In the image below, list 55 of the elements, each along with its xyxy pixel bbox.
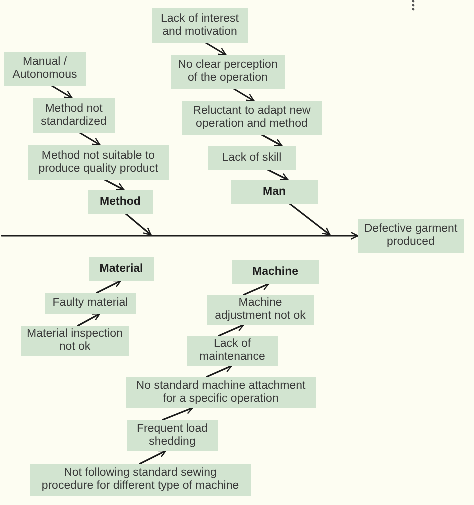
cause-box [28, 145, 169, 180]
category-box [231, 180, 318, 204]
arrow [51, 85, 73, 99]
arrow [77, 313, 101, 327]
cause-box [45, 293, 136, 314]
cause-box [30, 464, 251, 496]
category-label: Man [263, 186, 286, 198]
cause-text: Machine adjustment not ok [214, 297, 307, 323]
cause-text: Not following standard sewing procedure for different type of machine [40, 467, 240, 493]
category-box [88, 190, 153, 214]
cause-box [182, 101, 322, 135]
arrow [261, 134, 283, 147]
cause-text: Lack of skill [222, 152, 282, 164]
cause-text: Manual / Autonomous [12, 56, 78, 82]
arrow [104, 179, 125, 191]
cause-box [207, 295, 314, 325]
arrow [289, 203, 331, 236]
category-box [89, 257, 154, 281]
cause-text: Faulty material [52, 297, 128, 310]
cause-box [152, 8, 248, 43]
cause-box [171, 55, 285, 89]
arrow [96, 280, 122, 294]
cause-box [208, 146, 296, 170]
arrow [243, 283, 270, 296]
arrow [205, 42, 227, 56]
arrow [233, 88, 255, 102]
category-label: Method [100, 196, 141, 208]
category-box [232, 260, 319, 284]
cause-text: Lack of maintenance [198, 338, 266, 364]
cause-text: Frequent load shedding [136, 422, 209, 448]
cause-text: Method not standardized [40, 102, 108, 128]
category-label: Material [100, 262, 144, 276]
effect-text: Defective garment produced [364, 223, 458, 249]
arrow [206, 365, 233, 378]
spine-arrow [1, 232, 359, 240]
arrow [79, 132, 101, 146]
cause-text: Reluctant to adapt new operation and method [192, 105, 312, 131]
arrow [218, 324, 245, 337]
arrow [162, 406, 194, 421]
cause-box [127, 420, 218, 451]
effect-box [358, 219, 464, 253]
cause-text: Lack of interest and motivation [160, 12, 240, 38]
cause-text: No standard machine attachment for a specific operation [135, 380, 307, 406]
cause-text: Material inspection not ok [27, 328, 123, 354]
cause-box [4, 52, 86, 86]
category-label: Machine [252, 266, 298, 278]
arrow [267, 169, 289, 181]
arrow [125, 213, 152, 236]
cause-text: Method not suitable to produce quality product [38, 150, 160, 176]
cause-box [187, 336, 278, 366]
cause-box [33, 98, 115, 133]
cause-text: No clear perception of the operation [177, 59, 279, 85]
cause-box [21, 326, 129, 356]
arrow [139, 450, 167, 465]
cause-box [126, 377, 316, 408]
